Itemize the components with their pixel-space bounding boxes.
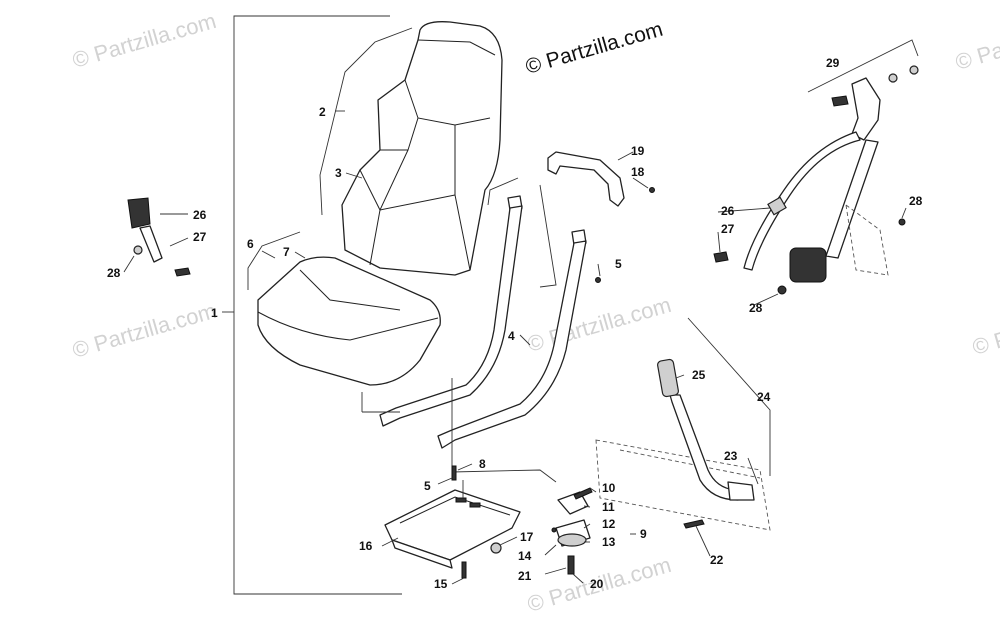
- copyright-notice: © Partzilla.com: [523, 18, 665, 79]
- watermark: © Partzilla.com: [952, 10, 1000, 75]
- callout-19: 19: [631, 144, 645, 158]
- callout-18: 18: [631, 165, 645, 179]
- watermark: © Partzilla.com: [69, 8, 218, 73]
- seat-back: [341, 21, 503, 276]
- bolt-icon: [595, 277, 601, 283]
- watermark: © Partzilla.com: [69, 298, 218, 363]
- callout-28-left: 28: [107, 266, 121, 280]
- leader-lines: [123, 110, 907, 585]
- seat-cushion: [257, 256, 441, 386]
- callout-8: 8: [479, 457, 486, 471]
- callout-labels: 1 2 3 4 5 5 6 7 8 9 10 11 12 13 14 15 16…: [107, 56, 923, 591]
- callout-2: 2: [319, 105, 326, 119]
- callout-3: 3: [335, 166, 342, 180]
- callout-24: 24: [757, 390, 771, 404]
- callout-22: 22: [710, 553, 724, 567]
- callout-26-right: 26: [721, 204, 735, 218]
- seat-adjust-lever: [595, 358, 771, 531]
- mounting-bracket: [547, 151, 655, 207]
- callout-25: 25: [692, 368, 706, 382]
- callout-29: 29: [826, 56, 840, 70]
- callout-28-lower: 28: [749, 301, 763, 315]
- callout-12: 12: [602, 517, 616, 531]
- callout-14: 14: [518, 549, 532, 563]
- callout-27-right: 27: [721, 222, 735, 236]
- seat-latch-assembly: [551, 487, 593, 575]
- seat-belt-retractor-right: [713, 65, 919, 295]
- callout-23: 23: [724, 449, 738, 463]
- callout-10: 10: [602, 481, 616, 495]
- callout-5-upper: 5: [615, 257, 622, 271]
- callout-6: 6: [247, 237, 254, 251]
- assembly-bracket-1: [233, 15, 402, 595]
- callout-26-left: 26: [193, 208, 207, 222]
- callout-17: 17: [520, 530, 534, 544]
- callout-27-left: 27: [193, 230, 207, 244]
- callout-13: 13: [602, 535, 616, 549]
- lever-outline-24: [687, 317, 771, 476]
- belt-outline-29: [807, 39, 919, 93]
- callout-9: 9: [640, 527, 647, 541]
- watermark: © Partzilla.com: [969, 295, 1000, 360]
- seat-belt-buckle-left: [127, 197, 191, 277]
- callout-4: 4: [508, 329, 515, 343]
- seat-frame: [361, 195, 587, 470]
- bolt-icon: [451, 465, 467, 579]
- callout-7: 7: [283, 245, 290, 259]
- frame-guide: [539, 184, 557, 288]
- callout-28-upper: 28: [909, 194, 923, 208]
- seat-base-plate: [384, 469, 557, 569]
- callout-1: 1: [211, 306, 218, 320]
- seat-cover-outline-2: [319, 27, 413, 216]
- cushion-cover-outline-6: [247, 231, 301, 290]
- frame-guide: [487, 177, 519, 206]
- callout-15: 15: [434, 577, 448, 591]
- callout-21: 21: [518, 569, 532, 583]
- callout-5-lower: 5: [424, 479, 431, 493]
- callout-20: 20: [590, 577, 604, 591]
- watermark: © Partzilla.com: [524, 292, 673, 357]
- callout-11: 11: [602, 500, 615, 514]
- callout-16: 16: [359, 539, 373, 553]
